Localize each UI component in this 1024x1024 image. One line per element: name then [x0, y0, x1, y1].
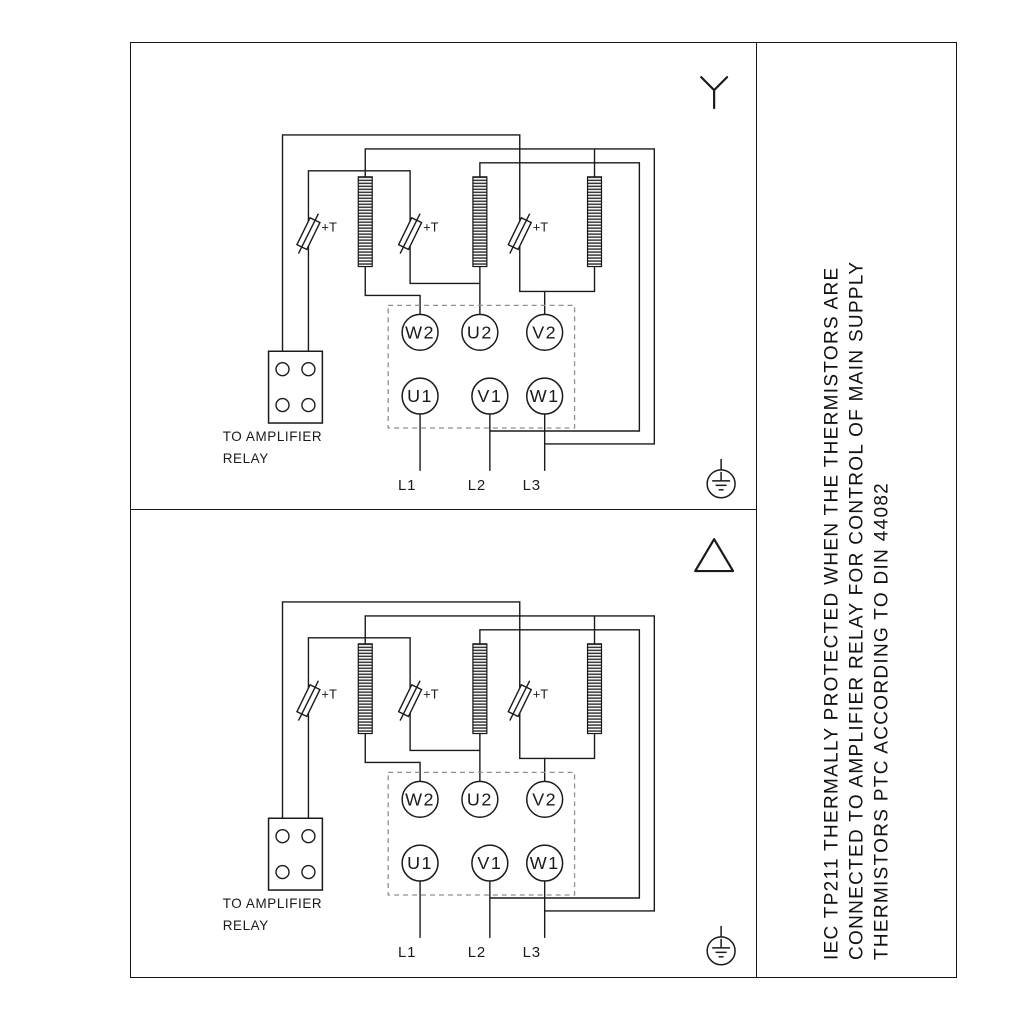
- supply-label-l2: L2: [468, 944, 486, 961]
- relay-contact: [301, 865, 316, 880]
- diagram-frame: +T +T +T: [130, 42, 957, 979]
- terminal-label: U1: [407, 386, 433, 406]
- terminal-w2: W2: [401, 313, 439, 352]
- relay-terminal-block: [267, 817, 324, 892]
- note-panel: IEC TP211 THERMALLY PROTECTED WHEN THE T…: [757, 42, 957, 979]
- motor-winding: [472, 176, 488, 268]
- motor-winding: [357, 643, 373, 735]
- thermistor-label: +T: [423, 687, 439, 702]
- terminal-u1: U1: [401, 377, 439, 415]
- wire: [281, 134, 521, 352]
- note-line-2: CONNECTED TO AMPLIFIER RELAY FOR CONTROL…: [846, 260, 867, 960]
- terminal-label: W2: [405, 322, 435, 342]
- terminal-w1: W1: [525, 377, 564, 415]
- motor-windings: [357, 176, 603, 268]
- wires: [281, 601, 656, 939]
- relay-contact: [301, 362, 316, 377]
- note-line-1: IEC TP211 THERMALLY PROTECTED WHEN THE T…: [821, 266, 842, 960]
- supply-label-l2: L2: [468, 477, 486, 494]
- wire: [364, 148, 656, 445]
- star-icon: [700, 76, 729, 110]
- terminal-label: U2: [467, 790, 493, 810]
- wire: [479, 162, 641, 432]
- supply-label-l1: L1: [398, 477, 416, 494]
- terminal-box: [387, 304, 576, 429]
- supply-label-l3: L3: [523, 944, 541, 961]
- note-text-block: IEC TP211 THERMALLY PROTECTED WHEN THE T…: [819, 80, 894, 960]
- thermistor-symbol: +T: [507, 677, 549, 725]
- thermistor-symbol: +T: [296, 677, 337, 725]
- motor-winding: [586, 643, 603, 735]
- supply-label-l1: L1: [398, 944, 416, 961]
- relay-label-line2: RELAY: [223, 918, 269, 933]
- motor-windings: [357, 643, 603, 735]
- note-line-3: THERMISTORS PTC ACCORDING TO DIN 44082: [871, 481, 892, 960]
- star-panel-diagram: +T +T +T: [223, 76, 736, 499]
- wires: [281, 134, 656, 471]
- star-connection-panel: +T +T +T: [130, 42, 757, 511]
- relay-contact: [275, 865, 290, 880]
- relay-label-line1: TO AMPLIFIER: [223, 429, 323, 444]
- supply-label-l3: L3: [523, 477, 541, 494]
- wire: [543, 266, 596, 315]
- motor-winding: [472, 643, 488, 735]
- wire: [543, 733, 596, 782]
- thermistor-label: +T: [321, 687, 337, 702]
- thermistor-label: +T: [533, 220, 549, 235]
- diagram-column: +T +T +T: [130, 42, 757, 979]
- terminal-label: V2: [532, 790, 557, 810]
- relay-contact: [275, 829, 290, 844]
- terminal-box: [387, 772, 576, 897]
- wire: [364, 615, 656, 913]
- thermistor-symbol: +T: [397, 209, 439, 258]
- thermistor-symbol: +T: [397, 677, 439, 725]
- terminal-v2: V2: [525, 781, 564, 819]
- wire: [479, 629, 641, 900]
- earth-ground-icon: [706, 926, 736, 966]
- delta-connection-panel: +T +T +T: [130, 509, 757, 979]
- wire: [409, 724, 480, 752]
- relay-contact: [275, 397, 290, 413]
- thermistor-symbol: +T: [507, 209, 549, 258]
- thermistor-label: +T: [321, 220, 337, 235]
- thermistor-label: +T: [533, 687, 549, 702]
- relay-label-line2: RELAY: [223, 451, 269, 466]
- wire: [364, 733, 421, 782]
- wire: [307, 637, 411, 678]
- wire: [364, 266, 421, 315]
- motor-winding: [357, 176, 373, 268]
- terminal-label: W1: [530, 854, 560, 874]
- terminal-label: U2: [467, 322, 493, 342]
- terminal-label: V1: [477, 854, 502, 874]
- thermistor-label: +T: [423, 220, 439, 235]
- terminal-v1: V1: [471, 844, 509, 883]
- terminal-u2: U2: [461, 313, 499, 352]
- terminal-u2: U2: [461, 781, 499, 819]
- terminal-label: V2: [532, 322, 557, 342]
- terminal-w2: W2: [401, 781, 439, 819]
- wire: [519, 724, 545, 760]
- delta-icon: [694, 538, 735, 573]
- delta-panel-diagram: +T +T +T: [223, 538, 736, 966]
- wire: [281, 601, 521, 819]
- relay-contact: [301, 397, 316, 413]
- wire: [307, 170, 411, 210]
- relay-terminal-block: [267, 350, 324, 424]
- wire: [409, 257, 480, 285]
- terminal-label: W1: [530, 386, 560, 406]
- relay-contact: [275, 362, 290, 377]
- terminal-v2: V2: [525, 313, 564, 352]
- wire: [519, 257, 545, 293]
- terminal-w1: W1: [525, 844, 564, 883]
- relay-label-line1: TO AMPLIFIER: [223, 896, 323, 911]
- terminal-v1: V1: [471, 377, 509, 415]
- terminal-label: V1: [477, 386, 502, 406]
- terminal-label: W2: [405, 790, 435, 810]
- terminal-u1: U1: [401, 844, 439, 883]
- terminal-label: U1: [407, 854, 433, 874]
- motor-winding: [586, 176, 603, 268]
- thermistor-symbol: +T: [296, 209, 337, 258]
- relay-contact: [301, 829, 316, 844]
- earth-ground-icon: [706, 458, 736, 499]
